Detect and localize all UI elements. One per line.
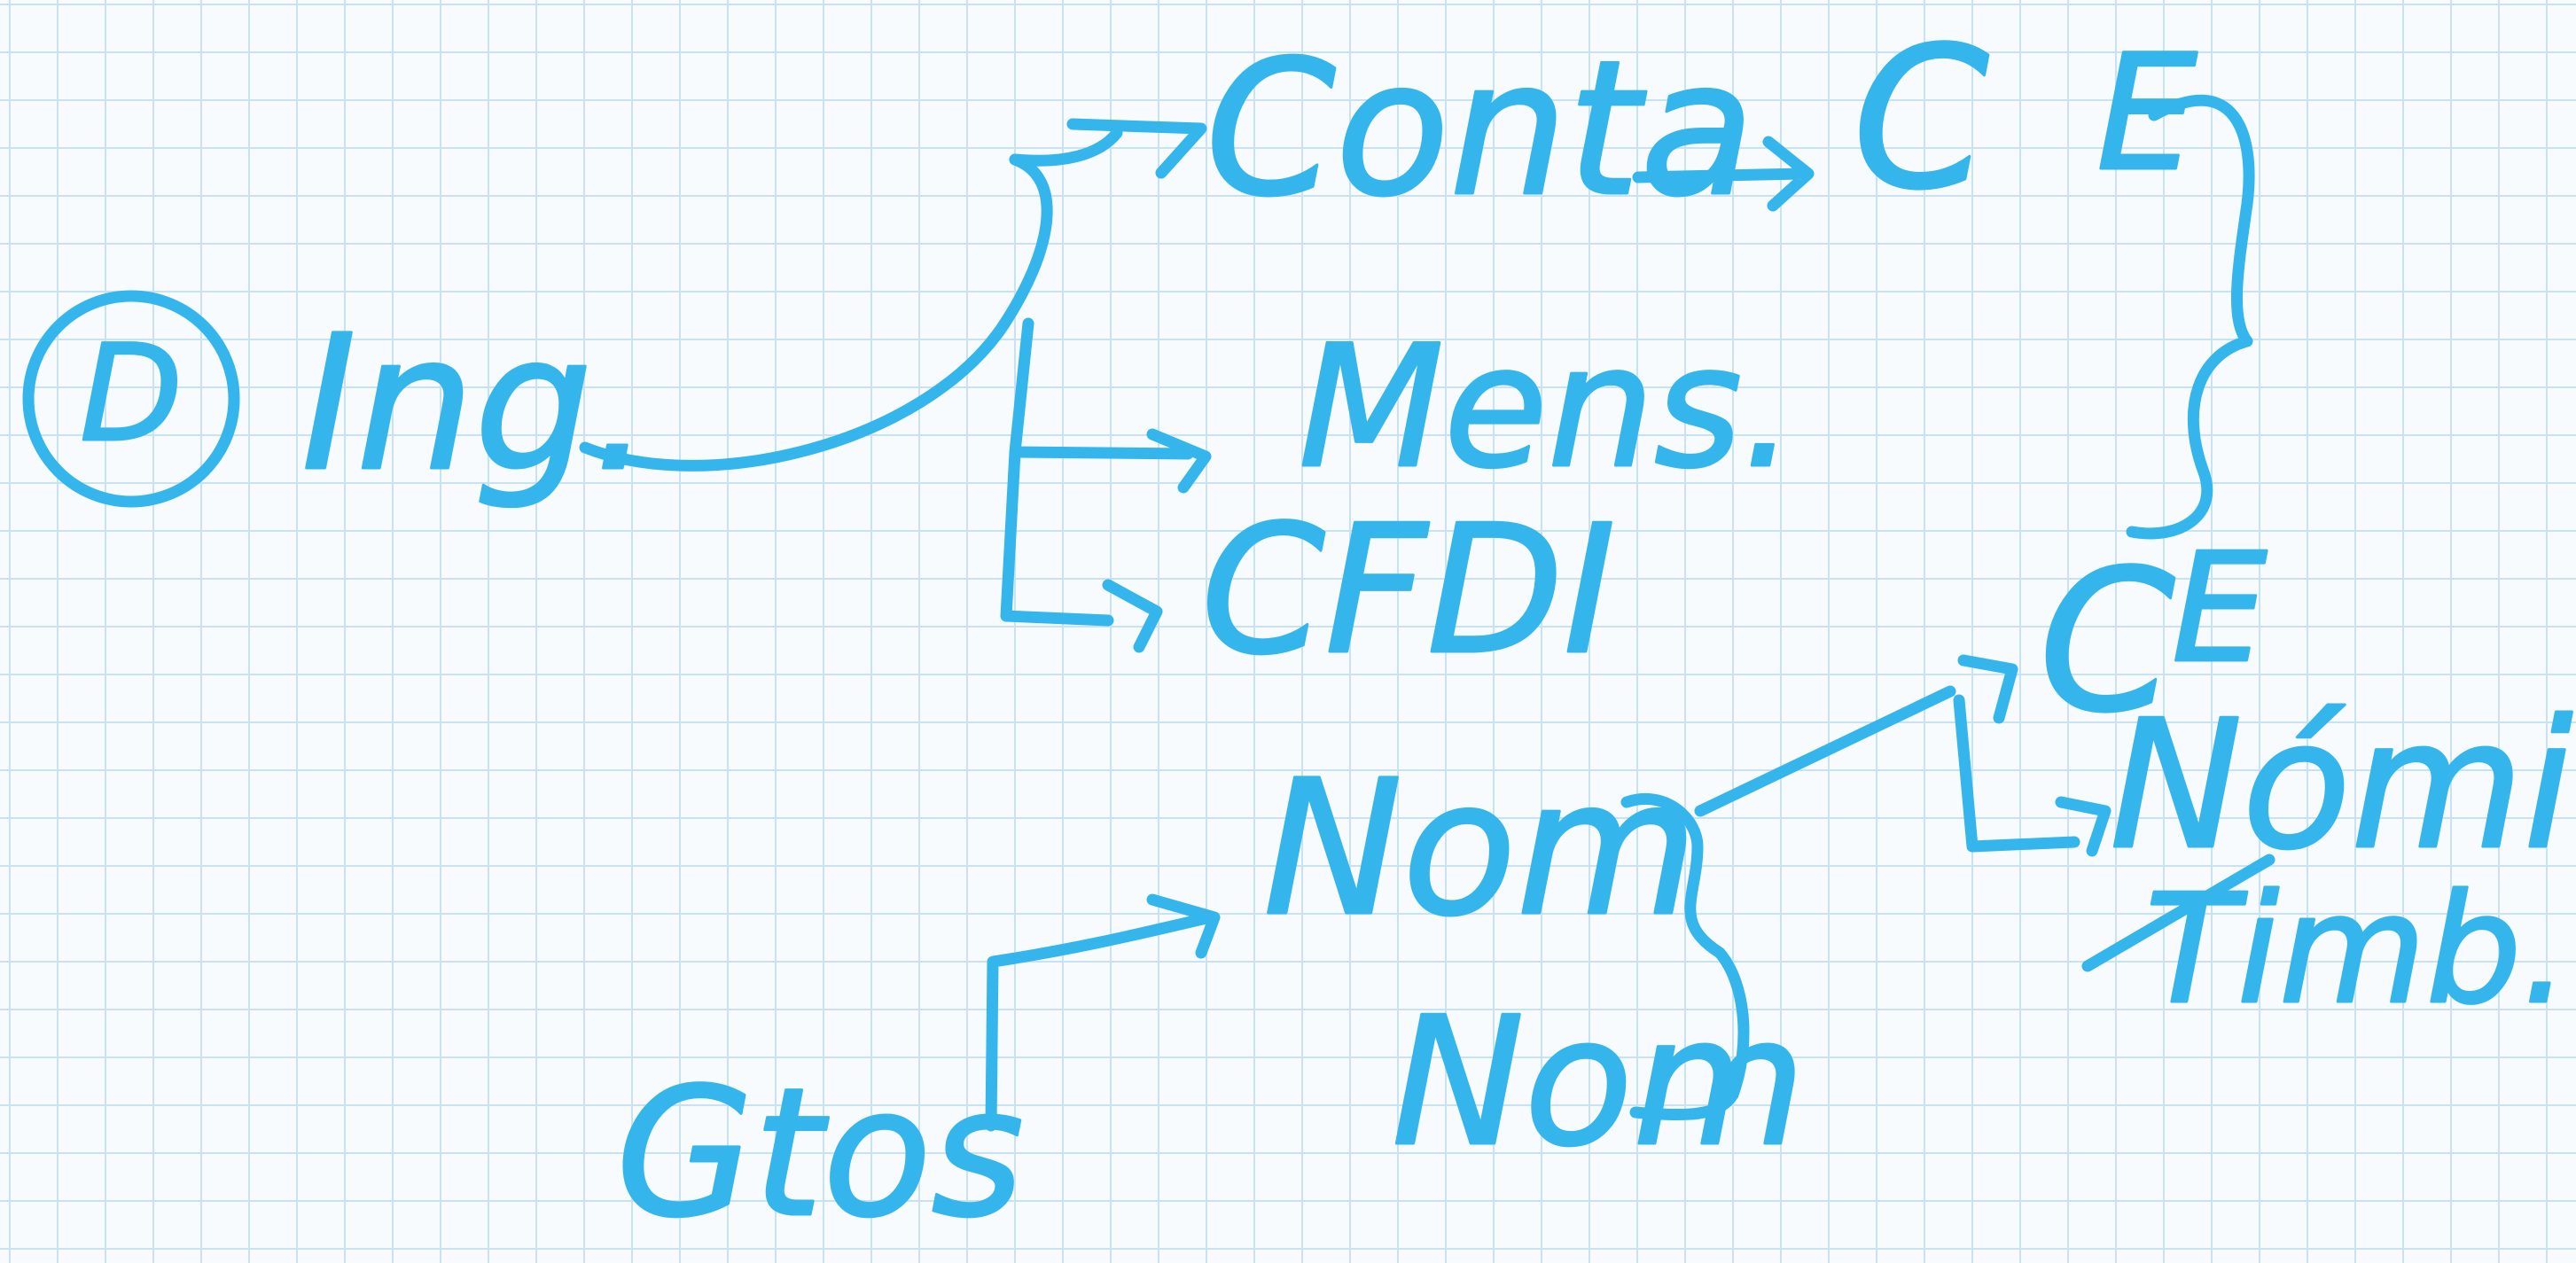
right-brace — [2126, 94, 2255, 540]
arrow-gtos-nom — [985, 893, 1221, 1132]
connector-ing-conta — [579, 153, 1053, 472]
arrow-cfdi — [1102, 579, 1163, 653]
node-timb: Timb. — [2145, 862, 2570, 1038]
connector-nom-ce — [1694, 654, 2018, 817]
arrow-conta — [1009, 118, 1207, 179]
node-mens: Mens. — [1299, 309, 1796, 505]
node-cfdi: CFDI — [1201, 487, 1616, 694]
node-nom: Nom — [1263, 740, 1698, 957]
node-conta: Conta — [1206, 20, 1754, 238]
nom-brace — [1620, 792, 1750, 1121]
node-ce-mid-c: C — [2039, 528, 2175, 755]
marker-circle — [22, 290, 240, 508]
marker-label: D — [80, 317, 183, 472]
node-ing: Ing. — [301, 295, 652, 512]
arrow-conta-ce — [1632, 136, 1815, 212]
branch-trunk — [1000, 317, 1114, 627]
node-ce-top-e: E — [2096, 21, 2197, 207]
connector-nomina — [1953, 694, 2112, 857]
arrow-mens — [1009, 428, 1212, 494]
timb-crossbar — [2081, 854, 2275, 972]
node-ce-top-c: C — [1853, 5, 1989, 232]
node-nomina: Nómina — [2110, 682, 2576, 889]
circled-marker: D — [22, 290, 240, 508]
node-gtos: Gtos — [616, 1050, 1024, 1257]
node-ce-mid-e: E — [2172, 521, 2268, 697]
